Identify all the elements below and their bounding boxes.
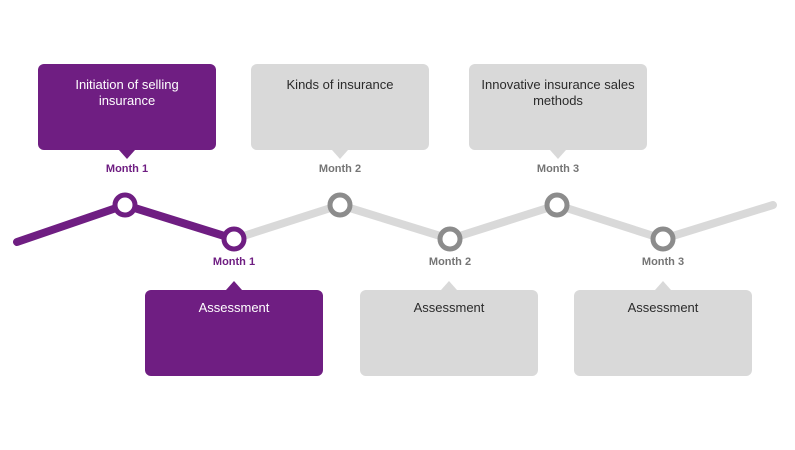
- milestone-node-month2-valley: [437, 226, 463, 252]
- milestone-node-month3-valley: [650, 226, 676, 252]
- callout-pointer-up-icon: [655, 281, 671, 290]
- month1-peak-label: Month 1: [105, 163, 149, 175]
- milestone-node-month3-peak: [544, 192, 570, 218]
- milestone-node-month1-peak: [112, 192, 138, 218]
- milestone-node-month2-peak: [327, 192, 353, 218]
- callout-pointer-up-icon: [226, 281, 242, 290]
- month3-valley-label: Month 3: [641, 256, 685, 268]
- milestone-node-month1-valley: [221, 226, 247, 252]
- callout-pointer-down-icon: [550, 150, 566, 159]
- phase2-topic-box: Kinds of insurance: [251, 64, 429, 159]
- callout-pointer-up-icon: [441, 281, 457, 290]
- phase3-assessment-box: Assessment: [574, 281, 752, 376]
- phase1-topic-label: Initiation of selling insurance: [75, 77, 179, 108]
- phase2-assessment-box: Assessment: [360, 281, 538, 376]
- phase1-assessment-box: Assessment: [145, 281, 323, 376]
- phase3-topic-box: Innovative insurance sales methods: [469, 64, 647, 159]
- callout-pointer-down-icon: [119, 150, 135, 159]
- phase3-topic-label: Innovative insurance sales methods: [481, 77, 635, 108]
- phase1-topic-box: Initiation of selling insurance: [38, 64, 216, 159]
- timeline-segment-inactive: [230, 201, 777, 243]
- month2-peak-label: Month 2: [318, 163, 362, 175]
- phase3-assessment-label: Assessment: [627, 300, 699, 315]
- month1-valley-label: Month 1: [212, 256, 256, 268]
- phase2-assessment-label: Assessment: [413, 300, 485, 315]
- phase1-assessment-label: Assessment: [198, 300, 270, 315]
- phase2-topic-label: Kinds of insurance: [286, 77, 394, 92]
- month2-valley-label: Month 2: [428, 256, 472, 268]
- month3-peak-label: Month 3: [536, 163, 580, 175]
- callout-pointer-down-icon: [332, 150, 348, 159]
